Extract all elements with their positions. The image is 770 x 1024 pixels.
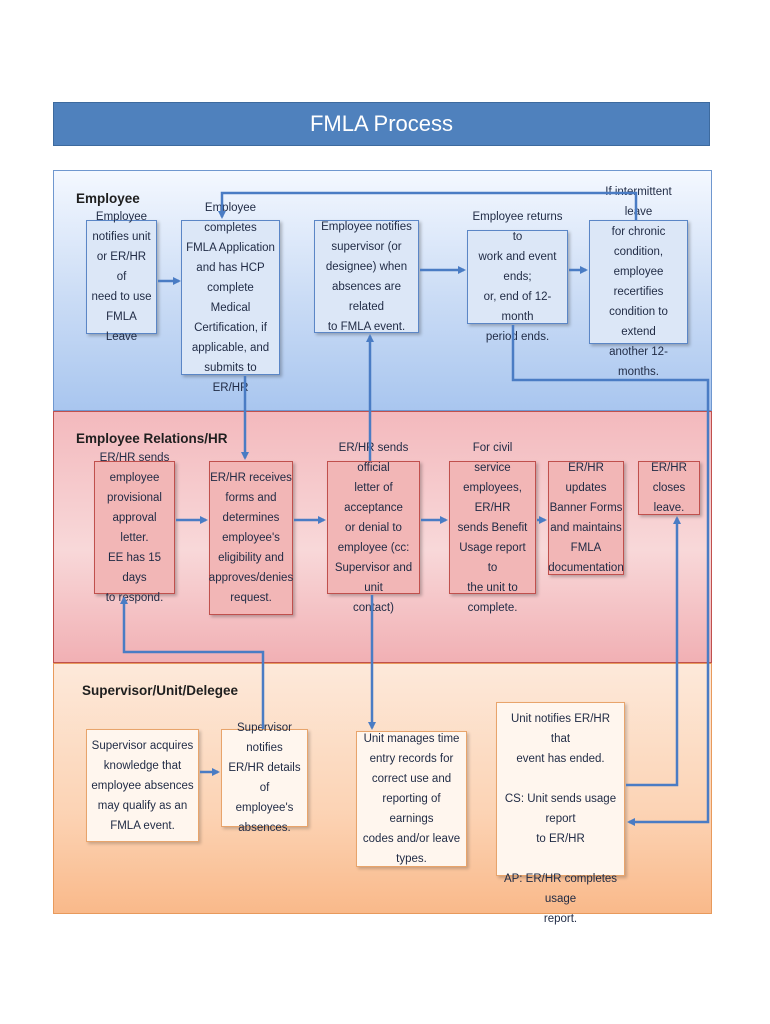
box-hr-provisional-letter: ER/HR sends employee provisional approva… [94, 452, 175, 604]
box-hr-updates-banner: ER/HR updates Banner Forms and maintains… [548, 461, 624, 575]
box-unit-manages-time-entry: Unit manages time entry records for corr… [356, 731, 467, 867]
box-unit-notifies-event-ended: Unit notifies ER/HR that event has ended… [496, 702, 625, 925]
box-employee-notifies-unit: Employee notifies unit or ER/HR of need … [86, 211, 157, 343]
box-employee-returns-to-work: Employee returns to work and event ends;… [467, 211, 568, 343]
box-supervisor-notifies-hr: Supervisor notifies ER/HR details of emp… [221, 722, 308, 834]
box-hr-closes-leave: ER/HR closes leave. [638, 461, 700, 515]
box-employee-notifies-supervisor: Employee notifies supervisor (or designe… [314, 220, 419, 333]
lane-label-employee: Employee [76, 191, 140, 206]
box-hr-official-letter: ER/HR sends official letter of acceptanc… [327, 442, 420, 614]
box-hr-receives-forms: ER/HR receives forms and determines empl… [209, 461, 293, 615]
box-supervisor-acquires-knowledge: Supervisor acquires knowledge that emplo… [86, 729, 199, 842]
page-title: FMLA Process [53, 102, 710, 146]
lane-label-hr: Employee Relations/HR [76, 431, 228, 446]
box-hr-benefit-usage-report: For civil service employees, ER/HR sends… [449, 442, 536, 614]
box-intermittent-leave-recertify: If intermittent leave for chronic condit… [589, 186, 688, 378]
box-employee-completes-application: Employee completes FMLA Application and … [181, 202, 280, 394]
lane-label-supervisor: Supervisor/Unit/Delegee [82, 683, 239, 698]
